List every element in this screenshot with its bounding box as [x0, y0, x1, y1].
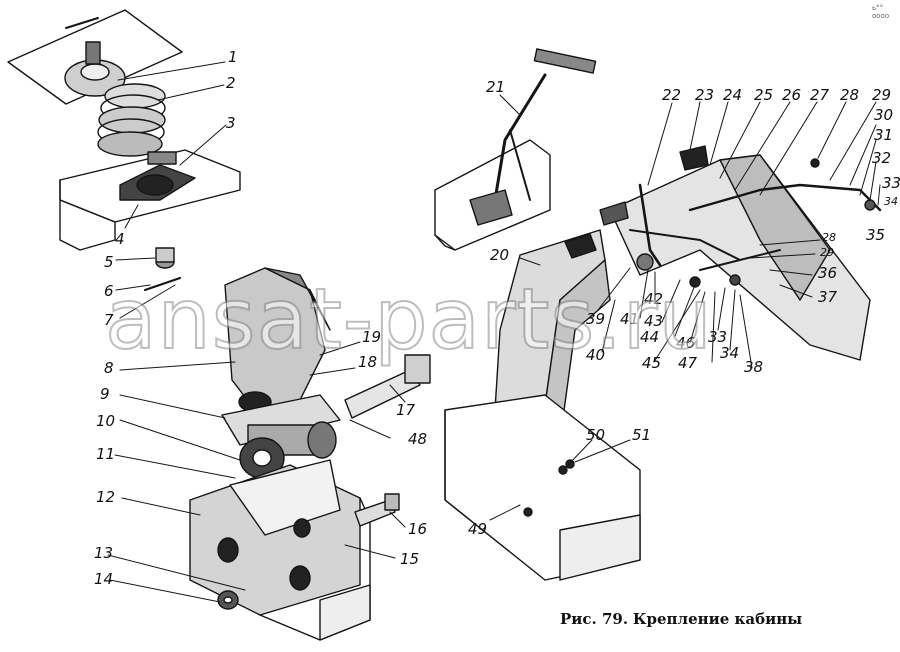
part-label: 44 — [640, 328, 660, 346]
part-label: 14 — [94, 570, 114, 588]
part-label: 5 — [104, 253, 114, 271]
part-label: 32 — [872, 149, 892, 167]
part-label: 9 — [100, 385, 110, 403]
part-label: 13 — [94, 544, 114, 562]
part-label: 22 — [662, 86, 682, 104]
part-label: 33 — [882, 174, 900, 192]
part-label: 11 — [96, 445, 116, 463]
part-label: 39 — [586, 310, 606, 328]
part-label: 2 — [226, 74, 236, 92]
part-label: 25 — [754, 86, 774, 104]
part-label: 23 — [695, 86, 715, 104]
figure-title: Крепление кабины — [632, 610, 803, 628]
part-label: 35 — [866, 226, 886, 244]
part-label: 41 — [620, 310, 640, 328]
part-label: 7 — [104, 311, 114, 329]
part-label: 37 — [818, 288, 838, 306]
part-label: 48 — [408, 430, 428, 448]
lever-bracket-assembly — [434, 48, 597, 251]
part-label: 46 — [676, 334, 696, 352]
part-label: 29 — [820, 246, 834, 259]
part-label: 17 — [396, 401, 416, 419]
part-label: 8 — [104, 359, 114, 377]
part-label: 18 — [358, 353, 378, 371]
part-label: 29 — [872, 86, 892, 104]
part-label: 20 — [490, 246, 510, 264]
part-label: 10 — [96, 412, 116, 430]
part-label: 33 — [708, 328, 728, 346]
part-label: 16 — [408, 520, 428, 538]
part-label: 28 — [822, 231, 836, 244]
part-label: 24 — [723, 86, 743, 104]
part-label: 21 — [486, 78, 506, 96]
part-label: 27 — [810, 86, 830, 104]
part-label: 51 — [632, 426, 652, 444]
part-label: 43 — [644, 312, 664, 330]
part-label: 47 — [678, 354, 698, 372]
part-label: 40 — [586, 346, 606, 364]
leader-lines — [107, 61, 881, 603]
part-label: 34 — [720, 344, 740, 362]
part-label: 34 — [884, 195, 898, 208]
part-label: 31 — [874, 126, 894, 144]
part-label: 1 — [228, 48, 238, 66]
part-label: 45 — [642, 354, 662, 372]
part-label: 42 — [644, 290, 664, 308]
part-label: 12 — [96, 488, 116, 506]
part-label: 28 — [840, 86, 860, 104]
part-label: 4 — [115, 230, 125, 248]
figure-caption: Рис. 79. Крепление кабины — [560, 610, 802, 628]
hinge-bracket-assembly — [189, 267, 431, 641]
part-label: 49 — [468, 520, 488, 538]
spring-support-assembly — [7, 9, 241, 292]
part-label: 26 — [782, 86, 802, 104]
figure-number: Рис. 79. — [560, 610, 629, 628]
corner-mark: ь°° оооо — [872, 4, 890, 20]
part-label: 38 — [744, 358, 764, 376]
part-label: 3 — [226, 114, 236, 132]
part-label: 15 — [400, 550, 420, 568]
part-label: 50 — [586, 426, 606, 444]
part-label: 19 — [362, 328, 382, 346]
part-label: 6 — [104, 282, 114, 300]
part-label: 36 — [818, 264, 838, 282]
part-label: 30 — [874, 106, 894, 124]
